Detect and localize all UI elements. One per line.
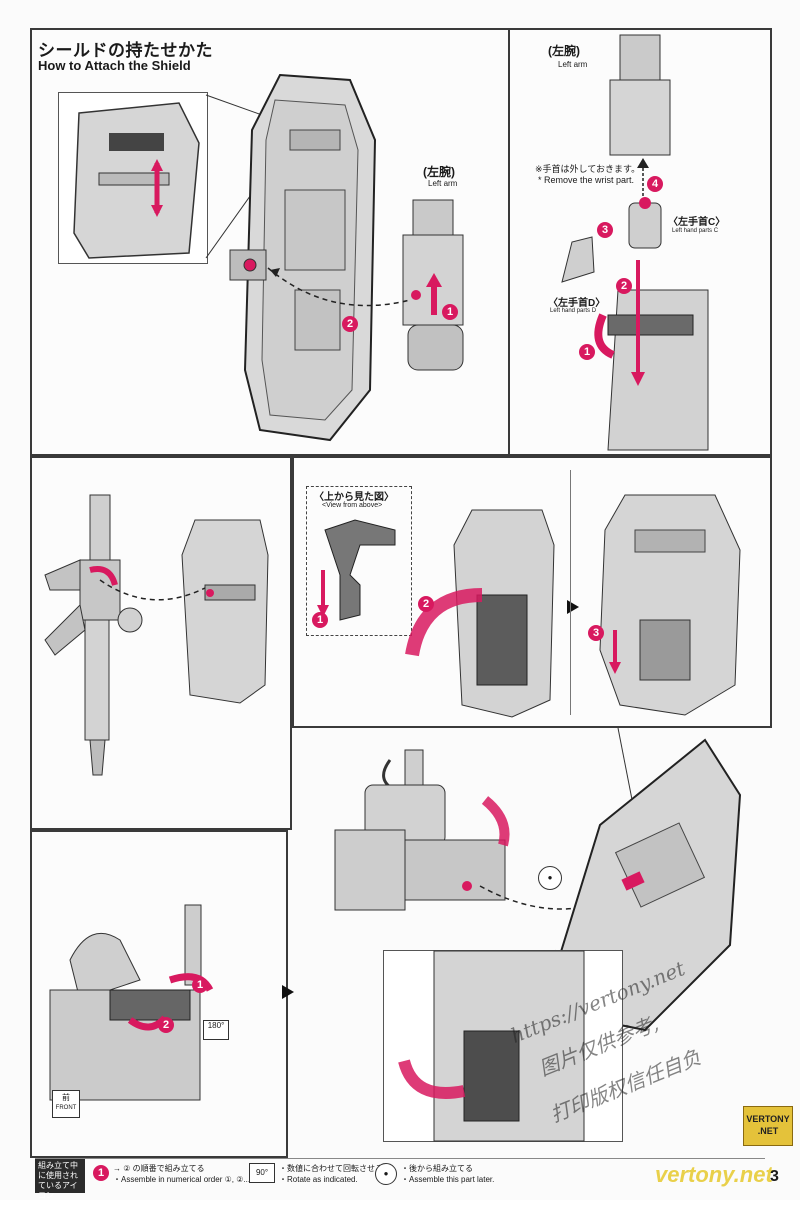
shield-hand-mount-illustration [405, 509, 555, 718]
shield-back-small-illustration [181, 519, 269, 704]
legend-later-en: ・Assemble this part later. [401, 1175, 495, 1184]
front-label-en: FRONT [55, 1105, 77, 1111]
handle-detail-illustration [73, 102, 200, 259]
hand-c-label-jp: 〈左手首C〉 [668, 217, 726, 228]
step-2c-marker: 2 [418, 596, 434, 612]
rifle-dashed-arrow [99, 579, 206, 601]
front-label-jp: 前 [62, 1093, 70, 1102]
icon-legend: 組み立て中に使用されているアイコン Symbols used in instru… [35, 1158, 765, 1219]
left-arm2-label-jp: (左腕) [548, 44, 580, 58]
hand-d-label-jp: 〈左手首D〉 [548, 298, 606, 309]
legend-key: 組み立て中に使用されているアイコン Symbols used in instru… [35, 1159, 85, 1219]
badge-top-text: VERTONY [746, 1114, 790, 1124]
step-4-marker: 4 [647, 176, 663, 192]
view-above-label-jp: 〈上から見た図〉 [314, 492, 394, 503]
rotate-180-label: 180° [207, 1021, 225, 1030]
legend-step-icon: 1 [93, 1165, 109, 1181]
legend-order-jp: → ② の順番で組み立てる [113, 1164, 205, 1173]
section-title-jp: シールドの持たせかた [38, 41, 213, 60]
robot-upper-body-illustration [334, 749, 510, 911]
assemble-later-icon: ● [538, 866, 562, 890]
step-2d-marker: 2 [158, 1017, 174, 1033]
legend-rotate-icon: 90° [249, 1163, 275, 1183]
footer-watermark: vertony.net [655, 1162, 773, 1187]
view-from-above-inset [306, 486, 412, 636]
left-arm2-label-en: Left arm [558, 60, 588, 69]
legend-order-en: ・Assemble in numerical order ①, ②... [113, 1175, 251, 1184]
step-1d-marker: 1 [192, 977, 208, 993]
legend-item-rotate: ・数値に合わせて回転させる ・Rotate as indicated. [279, 1163, 383, 1185]
front-indicator-icon: 前 FRONT [52, 1090, 80, 1118]
left-arm-label-en: Left arm [428, 179, 458, 188]
left-hand-c-illustration [628, 197, 662, 249]
beam-rifle-illustration [44, 494, 143, 776]
step-1-marker: 1 [442, 304, 458, 320]
view-above-label-en: <View from above> [322, 502, 383, 509]
hand-top-view-illustration [317, 519, 396, 621]
wrist-note-jp: ※手首は外しておきます。 [535, 164, 641, 174]
step-1b-marker: 1 [579, 344, 595, 360]
next-step-arrow-icon-2 [282, 985, 294, 999]
hand-d-label-en: Left hand parts D [550, 308, 597, 314]
section-title-en: How to Attach the Shield [38, 58, 191, 73]
legend-key-en: Symbols used in instructions [38, 1203, 76, 1219]
step-3-marker: 3 [597, 222, 613, 238]
shield-grip-zoom-illustration [398, 950, 585, 1142]
shield-hand-final-illustration [599, 494, 741, 716]
legend-later-jp: ・後から組み立てる [401, 1164, 473, 1173]
divider-vertical [570, 470, 571, 715]
page-number: 3 [770, 1168, 779, 1185]
left-arm-label-jp: (左腕) [423, 165, 455, 179]
wrist-note-en: * Remove the wrist part. [538, 175, 635, 185]
shield-handle-attach-illustration [607, 260, 709, 451]
rotate-arrow-icon [594, 313, 615, 359]
hand-c-label-en: Left hand parts C [672, 228, 719, 234]
up-arrow-icon [637, 158, 649, 196]
upper-left-arm-illustration [609, 34, 671, 156]
top-divider-line [508, 30, 510, 454]
step-3c-marker: 3 [588, 625, 604, 641]
legend-rotate-jp: ・数値に合わせて回転させる [279, 1164, 383, 1173]
shield-illustration [229, 73, 377, 442]
robot-shoulder-illustration [49, 904, 214, 1101]
legend-rotate-en: ・Rotate as indicated. [279, 1175, 358, 1184]
step-2-marker: 2 [342, 316, 358, 332]
attach-path-dashed-arrow [267, 267, 411, 307]
legend-later-icon: ● [375, 1163, 397, 1185]
badge-bottom-text: .NET [757, 1126, 779, 1136]
shield-handle-detail-inset [58, 92, 208, 264]
legend-key-jp: 組み立て中に使用されているアイコン [38, 1161, 78, 1200]
legend-item-order: → ② の順番で組み立てる ・Assemble in numerical ord… [113, 1163, 250, 1185]
vertony-badge-logo: VERTONY .NET [743, 1106, 793, 1146]
left-hand-d-illustration [561, 236, 595, 283]
shield-back-zoom-inset [383, 950, 623, 1142]
step-2b-marker: 2 [616, 278, 632, 294]
rotate-180-icon: 180° [203, 1020, 229, 1040]
legend-item-later: ・後から組み立てる ・Assemble this part later. [401, 1163, 494, 1185]
step-1c-marker: 1 [312, 612, 328, 628]
